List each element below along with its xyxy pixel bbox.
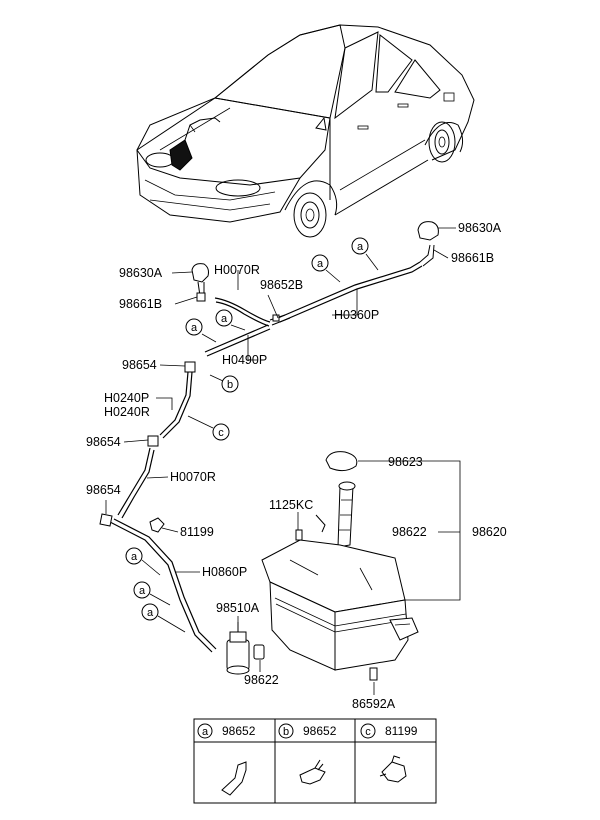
callout-markers: a a a a b c a a a (125, 237, 369, 621)
legend-b-connector-icon (299, 767, 326, 785)
callout-a-3 (185, 318, 203, 336)
legend-item-b: b 98652 (278, 723, 337, 785)
label-H0070R-mid: H0070R (170, 470, 216, 484)
label-H0240R: H0240R (104, 405, 150, 419)
callout-c-label: c (218, 427, 224, 439)
callout-a-6-label: a (139, 585, 146, 597)
label-H0360P: H0360P (334, 308, 379, 322)
label-98654-1: 98654 (122, 358, 157, 372)
legend-item-c: c 81199 (360, 723, 418, 783)
callout-a-2-label: a (317, 258, 324, 270)
legend-a-elbow-icon (221, 761, 247, 796)
callout-a-7-label: a (147, 607, 154, 619)
label-98654-3: 98654 (86, 483, 121, 497)
washer-reservoir (261, 451, 419, 681)
callout-b-label: b (227, 379, 233, 391)
car-illustration (136, 24, 475, 238)
callout-a-2 (311, 254, 329, 272)
legend-a-part: 98652 (222, 724, 256, 738)
label-98620: 98620 (472, 525, 507, 539)
callout-a-1 (351, 237, 369, 255)
part-labels: 98630A 98661B 98630A H0070R 98652B 98661… (86, 221, 507, 711)
legend-table: a 98652 b 98652 c 81199 (193, 718, 437, 804)
legend-item-a: a 98652 (197, 723, 256, 796)
callout-a-5-label: a (131, 551, 138, 563)
label-H0860P: H0860P (202, 565, 247, 579)
callout-a-1-label: a (357, 241, 364, 253)
callout-c (212, 423, 230, 441)
label-H0240P: H0240P (104, 391, 149, 405)
legend-c-part: 81199 (385, 724, 418, 738)
legend-b-marker (278, 723, 294, 739)
label-H0490P: H0490P (222, 353, 267, 367)
callout-a-3-label: a (191, 322, 198, 334)
hose-lines (109, 244, 435, 653)
washer-pump (226, 622, 265, 675)
label-98622-tank: 98622 (392, 525, 427, 539)
label-81199: 81199 (180, 525, 214, 539)
legend-a-marker (197, 723, 213, 739)
small-parts (99, 221, 439, 533)
legend-a-key: a (202, 726, 209, 738)
callout-b (221, 375, 239, 393)
callout-a-6 (133, 581, 151, 599)
legend-c-clip-icon (381, 761, 407, 783)
callout-a-7 (141, 603, 159, 621)
label-98630A-right: 98630A (458, 221, 502, 235)
label-98510A: 98510A (216, 601, 260, 615)
label-98661B-right: 98661B (451, 251, 494, 265)
legend-c-marker (360, 723, 376, 739)
callout-a-5 (125, 547, 143, 565)
callout-a-4-label: a (221, 313, 228, 325)
label-98661B-left: 98661B (119, 297, 162, 311)
legend-c-key: c (365, 726, 371, 738)
label-98652B: 98652B (260, 278, 303, 292)
label-1125KC: 1125KC (269, 498, 313, 512)
label-98622-pump: 98622 (244, 673, 279, 687)
label-98623: 98623 (388, 455, 423, 469)
label-98630A-left: 98630A (119, 266, 163, 280)
label-86592A: 86592A (352, 697, 396, 711)
legend-b-part: 98652 (303, 724, 337, 738)
label-98654-2: 98654 (86, 435, 121, 449)
label-H0070R-top: H0070R (214, 263, 260, 277)
legend-b-key: b (283, 726, 289, 738)
callout-a-4 (215, 309, 233, 327)
leader-lines (105, 227, 461, 695)
